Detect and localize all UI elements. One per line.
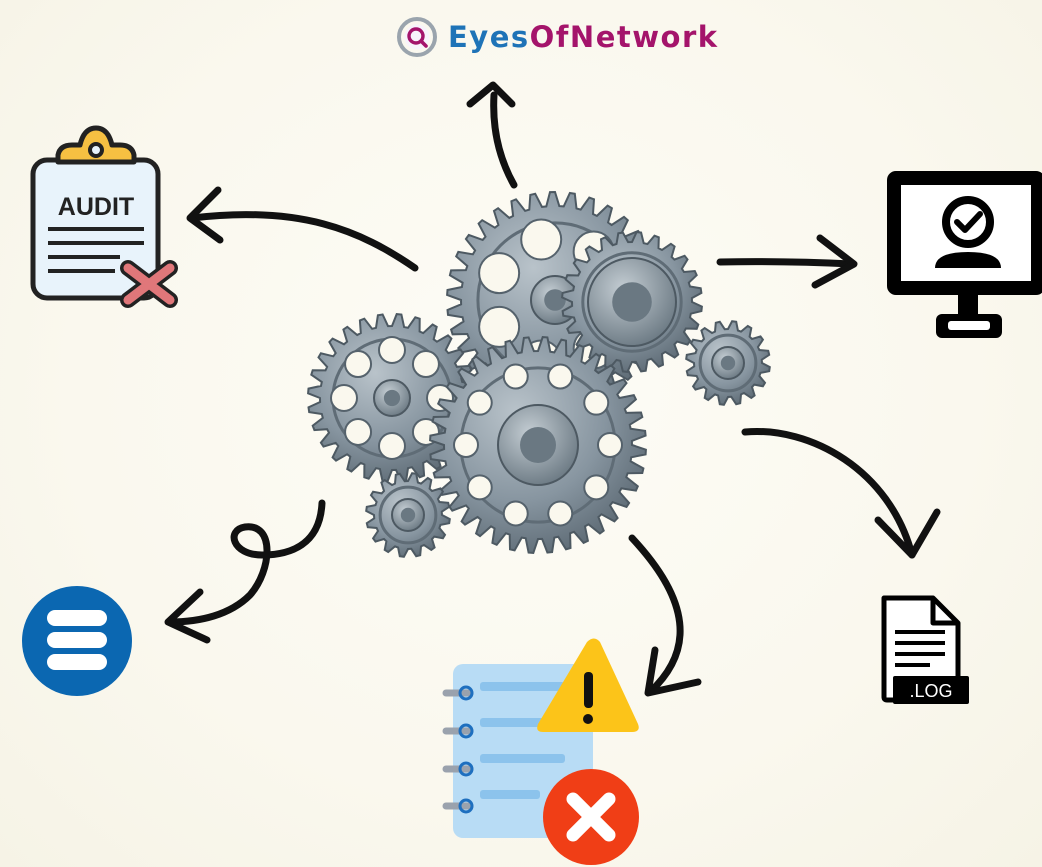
- gear-top-large-hole: [478, 305, 521, 348]
- log-file-icon: .LOG: [881, 595, 969, 704]
- gear-small-left-rim: [378, 485, 438, 545]
- gear-small-right-rim: [698, 333, 758, 393]
- gear-center-large-hole: [547, 363, 574, 390]
- gear-center-large-hole: [502, 500, 529, 527]
- gear-top-large-hole: [478, 252, 521, 295]
- eyesofnetwork-logo-icon: [397, 17, 437, 57]
- arrow-to-audit: [186, 186, 419, 272]
- audit-cross-icon: [120, 260, 178, 308]
- brand-name-part1: Eyes: [448, 20, 530, 54]
- arrow-to-database: [164, 499, 326, 644]
- gear-center-large-hole: [466, 474, 493, 501]
- arrow-to-log: [741, 427, 941, 559]
- gear-left-hole: [344, 417, 373, 446]
- brand-name-part2: OfNetwork: [529, 20, 719, 54]
- error-icon: [543, 769, 639, 865]
- gear-center-large-hole: [453, 432, 479, 458]
- brand-header: EyesOfNetwork: [396, 15, 719, 59]
- gear-center-large-hole: [597, 432, 623, 458]
- brand-name: EyesOfNetwork: [448, 20, 719, 54]
- gear-center-large-hole: [466, 389, 493, 416]
- gear-top-large-axle: [544, 289, 566, 311]
- gear-left-hole: [378, 336, 406, 364]
- gear-right-axle: [612, 282, 652, 322]
- gear-small-left-axle: [400, 507, 416, 523]
- gear-left-axle: [383, 389, 401, 407]
- arrow-to-monitor: [716, 234, 858, 289]
- gear-center-large-hole: [547, 500, 574, 527]
- gear-left-hole: [344, 350, 373, 379]
- notepad-warning-error-icon: [442, 638, 639, 865]
- arrows: [164, 81, 941, 697]
- gears-icon: [307, 190, 771, 558]
- log-label: .LOG: [909, 681, 952, 701]
- audit-clipboard-icon: AUDIT: [30, 125, 178, 308]
- arrow-to-alerts: [628, 534, 702, 697]
- gear-small-right-axle: [720, 355, 736, 371]
- gear-left-hole: [378, 432, 406, 460]
- arrow-to-brand: [466, 81, 518, 189]
- gear-center-large-hole: [583, 389, 610, 416]
- gear-center-large-hole: [502, 363, 529, 390]
- monitor-check-icon: [887, 171, 1042, 338]
- gear-top-large-hole: [520, 218, 563, 261]
- gear-left-hole: [411, 350, 440, 379]
- warning-icon: [537, 638, 639, 732]
- gear-center-large-hole: [583, 474, 610, 501]
- database-icon: [22, 586, 132, 696]
- gear-left-hole: [330, 384, 358, 412]
- audit-label: AUDIT: [58, 193, 134, 221]
- gear-center-large-axle: [520, 427, 556, 463]
- gear-right-rim: [581, 251, 683, 353]
